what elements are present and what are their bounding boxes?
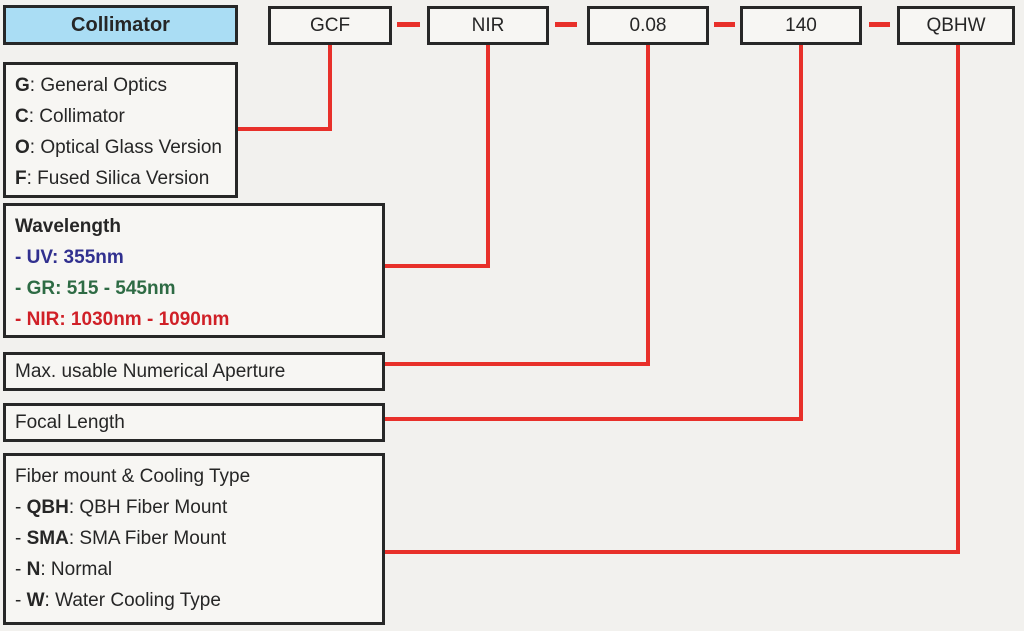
wavelength-option-nir: - NIR: 1030nm - 1090nm	[15, 309, 230, 330]
dash-separator-icon	[869, 22, 890, 27]
legend-code-meaning: G: General Optics C: Collimator O: Optic…	[3, 62, 238, 198]
fiber-mount-option-sma: - SMA: SMA Fiber Mount	[15, 523, 382, 554]
connector-numerical-aperture-horizontal	[385, 362, 650, 366]
legend-title: Wavelength	[15, 216, 121, 237]
wavelength-option-uv: - UV: 355nm	[15, 247, 124, 268]
connector-wavelength-horizontal	[385, 264, 490, 268]
code-description: : General Optics	[29, 75, 168, 96]
legend-line: O: Optical Glass Version	[15, 132, 235, 163]
legend-fiber-mount: Fiber mount & Cooling Type - QBH: QBH Fi…	[3, 453, 385, 625]
legend-wavelength: Wavelength - UV: 355nm - GR: 515 - 545nm…	[3, 203, 385, 338]
fiber-mount-option-w: - W: Water Cooling Type	[15, 585, 382, 616]
legend-title: Fiber mount & Cooling Type	[15, 466, 251, 487]
code-letter: G	[15, 75, 30, 96]
dash-separator-icon	[714, 22, 735, 27]
legend-title: Max. usable Numerical Aperture	[15, 361, 286, 382]
legend-title: Focal Length	[15, 412, 125, 433]
code-segment-series: GCF	[268, 6, 392, 45]
option-code: N	[26, 559, 41, 580]
wavelength-option-gr: - GR: 515 - 545nm	[15, 278, 176, 299]
code-description: : Optical Glass Version	[29, 137, 222, 158]
option-description: : Normal	[40, 559, 113, 580]
code-segment-numerical-aperture: 0.08	[587, 6, 709, 45]
code-segment-focal-length: 140	[740, 6, 862, 45]
fiber-mount-option-qbh: - QBH: QBH Fiber Mount	[15, 492, 382, 523]
code-letter: F	[15, 168, 27, 189]
option-code: W	[26, 590, 45, 611]
code-segment-wavelength: NIR	[427, 6, 549, 45]
connector-fiber-mount-horizontal	[385, 550, 960, 554]
option-dash: -	[15, 590, 27, 611]
option-dash: -	[15, 559, 27, 580]
option-description: : Water Cooling Type	[44, 590, 221, 611]
option-dash: -	[15, 497, 27, 518]
fiber-mount-option-n: - N: Normal	[15, 554, 382, 585]
product-label-box: Collimator	[3, 5, 238, 45]
legend-numerical-aperture: Max. usable Numerical Aperture	[3, 352, 385, 391]
option-description: : SMA Fiber Mount	[68, 528, 227, 549]
legend-line: F: Fused Silica Version	[15, 163, 235, 194]
code-letter: C	[15, 106, 29, 127]
legend-line: C: Collimator	[15, 101, 235, 132]
dash-separator-icon	[555, 22, 577, 27]
code-description: : Fused Silica Version	[26, 168, 210, 189]
option-code: QBH	[26, 497, 69, 518]
connector-focal-length-horizontal	[385, 417, 803, 421]
legend-line: G: General Optics	[15, 70, 235, 101]
connector-series-vertical	[328, 45, 332, 129]
option-dash: -	[15, 528, 27, 549]
connector-fiber-mount-vertical	[956, 45, 960, 554]
option-code: SMA	[26, 528, 69, 549]
code-segment-fiber-mount: QBHW	[897, 6, 1015, 45]
code-letter: O	[15, 137, 30, 158]
code-description: : Collimator	[28, 106, 125, 127]
connector-series-horizontal	[238, 127, 332, 131]
option-description: : QBH Fiber Mount	[68, 497, 228, 518]
connector-focal-length-vertical	[799, 45, 803, 421]
connector-numerical-aperture-vertical	[646, 45, 650, 366]
dash-separator-icon	[397, 22, 420, 27]
legend-focal-length: Focal Length	[3, 403, 385, 442]
connector-wavelength-vertical	[486, 45, 490, 268]
